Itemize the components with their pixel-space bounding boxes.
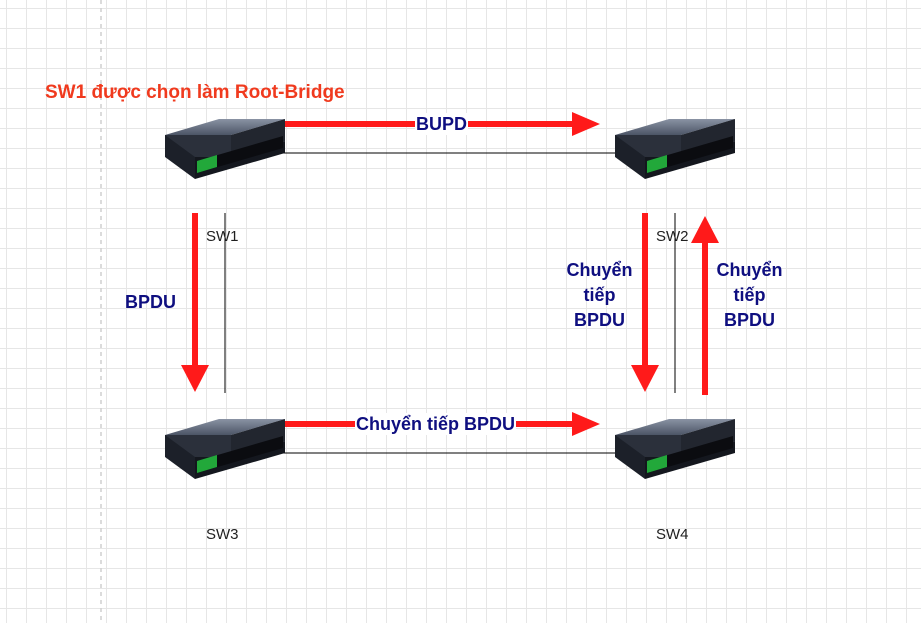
diagram-title: SW1 được chọn làm Root-Bridge xyxy=(45,82,345,103)
arrow-label-sw2-sw4-line2: tiếp xyxy=(583,285,616,305)
arrow-sw2-sw4-down xyxy=(631,213,659,392)
switch-sw4-icon[interactable] xyxy=(615,419,735,479)
arrow-sw4-sw2-up xyxy=(691,216,719,395)
switch-label-sw3: SW3 xyxy=(206,526,239,543)
switch-label-sw4: SW4 xyxy=(656,526,689,543)
arrow-label-sw2-sw4-line3: BPDU xyxy=(573,310,625,330)
arrow-label-sw4-sw2-up: Chuyển tiếp BPDU xyxy=(707,258,792,333)
arrow-sw1-sw3 xyxy=(181,213,209,392)
switch-sw1-icon[interactable] xyxy=(165,119,285,179)
switch-sw3-icon[interactable] xyxy=(165,419,285,479)
arrow-label-sw4-sw2-line3: BPDU xyxy=(723,310,775,330)
switch-label-sw2: SW2 xyxy=(656,228,689,245)
arrow-label-sw2-sw4-line1: Chuyển xyxy=(566,260,633,280)
arrow-label-sw1-sw2: BUPD xyxy=(415,113,469,135)
arrow-label-sw1-sw3: BPDU xyxy=(125,292,177,312)
arrow-label-sw3-sw4: Chuyển tiếp BPDU xyxy=(355,413,517,435)
arrow-label-sw4-sw2-line1: Chuyển xyxy=(716,260,783,280)
arrow-label-sw4-sw2-line2: tiếp xyxy=(733,285,766,305)
switch-label-sw1: SW1 xyxy=(206,228,239,245)
links xyxy=(224,152,676,454)
arrow-label-sw2-sw4-down: Chuyển tiếp BPDU xyxy=(557,258,642,333)
switch-sw2-icon[interactable] xyxy=(615,119,735,179)
